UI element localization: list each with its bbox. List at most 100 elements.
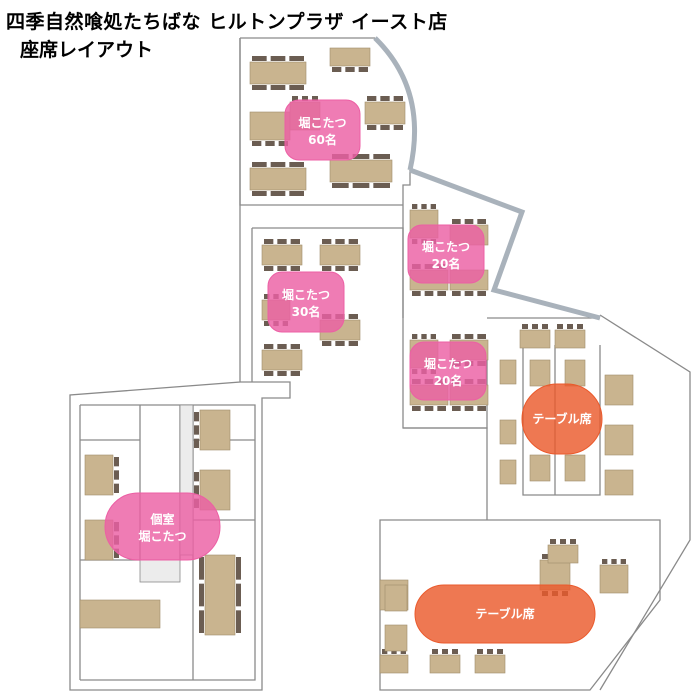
zone-shape	[284, 99, 361, 161]
chair	[391, 649, 397, 654]
chair	[358, 67, 368, 72]
zone-shape	[414, 584, 596, 644]
chair	[277, 371, 287, 376]
chair	[194, 472, 199, 482]
table-top	[604, 374, 634, 406]
table-top	[529, 359, 551, 387]
chair	[199, 610, 204, 633]
chair	[352, 154, 370, 159]
chair	[290, 344, 300, 349]
table-4	[364, 96, 406, 130]
chair	[560, 539, 566, 544]
chair	[194, 485, 199, 495]
chair	[424, 406, 434, 411]
chair	[114, 457, 119, 467]
chair	[452, 649, 458, 654]
chair	[322, 341, 332, 346]
chair	[602, 559, 608, 564]
chair	[194, 412, 199, 422]
chair	[289, 85, 304, 90]
chair	[289, 162, 304, 167]
chair	[348, 239, 358, 244]
chair	[464, 291, 474, 296]
table-25	[379, 649, 409, 674]
chair	[332, 67, 342, 72]
chair	[367, 125, 377, 130]
chair	[114, 548, 119, 558]
chair	[620, 559, 626, 564]
chair	[199, 583, 204, 607]
chair	[477, 649, 483, 654]
table-top	[79, 599, 161, 629]
chair	[335, 341, 345, 346]
chair	[345, 67, 355, 72]
chair	[373, 154, 390, 159]
windows	[373, 36, 601, 321]
chair	[421, 204, 427, 209]
chair	[477, 219, 486, 224]
chair	[264, 294, 270, 299]
lower-right-wall	[379, 427, 661, 691]
table-top	[604, 424, 634, 456]
chair	[252, 141, 262, 146]
chair	[557, 324, 563, 329]
chair	[421, 334, 427, 339]
chair	[264, 321, 270, 326]
window-curve	[373, 36, 418, 171]
booth-0	[84, 454, 119, 496]
table-top	[384, 624, 408, 652]
chair	[522, 324, 528, 329]
zone-shape	[267, 271, 345, 333]
chair	[264, 266, 274, 271]
table-22	[474, 649, 506, 674]
zone-label-top: 堀こたつ	[424, 356, 472, 371]
chair	[236, 557, 241, 580]
staircase-lower	[139, 559, 181, 583]
chair	[277, 344, 287, 349]
chair	[380, 96, 390, 101]
zone-label-bottom: 堀こたつ	[138, 529, 186, 544]
chair	[550, 539, 556, 544]
chair	[477, 291, 486, 296]
layout-subtitle: 座席レイアウト	[20, 39, 154, 61]
table-1	[249, 111, 291, 146]
zone-label-bottom: 20名	[434, 373, 463, 388]
zone-table-a[interactable]: テーブル席	[521, 383, 603, 455]
chair	[577, 324, 583, 329]
chair	[277, 239, 287, 244]
zone-horigotatsu-20b[interactable]: 堀こたつ 20名	[409, 341, 487, 401]
chair	[252, 56, 267, 61]
chair	[464, 406, 474, 411]
table-top	[519, 329, 551, 349]
table-24	[599, 559, 629, 594]
chair	[412, 334, 418, 339]
zone-label-top: テーブル席	[475, 606, 534, 621]
chair	[477, 406, 486, 411]
booth-6	[499, 419, 517, 445]
table-top	[379, 654, 409, 674]
table-top	[599, 564, 629, 594]
table-top	[474, 654, 506, 674]
chair	[437, 291, 446, 296]
booth-9	[529, 454, 551, 482]
table-top	[261, 349, 303, 371]
table-top	[249, 61, 307, 85]
table-top	[499, 359, 517, 385]
right-outer-wall	[599, 314, 691, 691]
chair	[278, 141, 288, 146]
chair	[382, 649, 388, 654]
table-7	[261, 239, 303, 271]
chair	[452, 291, 461, 296]
chair	[567, 324, 573, 329]
chair	[452, 334, 461, 339]
chair	[412, 291, 421, 296]
table-top	[529, 454, 551, 482]
zone-table-b[interactable]: テーブル席	[414, 584, 596, 644]
outer-wall	[69, 38, 291, 691]
zone-label-top: 堀こたつ	[282, 287, 330, 302]
chair	[194, 425, 199, 435]
